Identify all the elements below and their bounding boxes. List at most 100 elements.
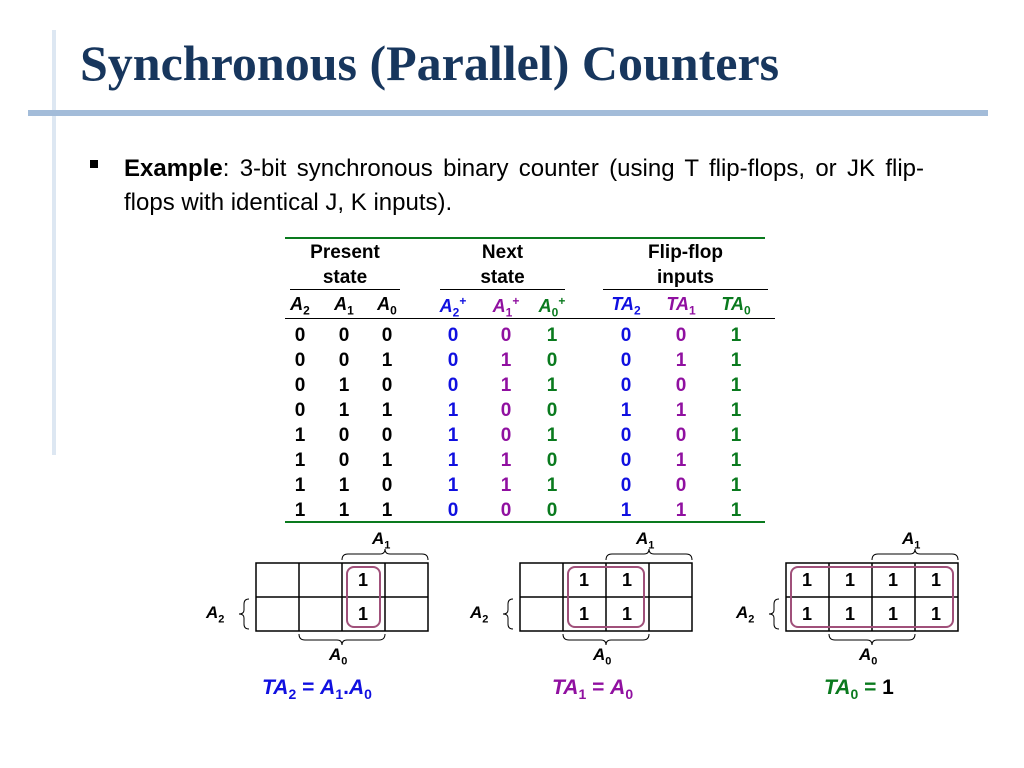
- column-header-5-base: A: [538, 296, 552, 316]
- group-header-2-line2: inputs: [657, 267, 714, 288]
- table-cell: 0: [381, 325, 393, 346]
- table-cell: 1: [546, 425, 558, 446]
- table-cell: 0: [294, 375, 306, 396]
- column-header-0: A2: [280, 294, 320, 318]
- equation-op: .: [343, 676, 349, 699]
- table-cell: 1: [500, 350, 512, 371]
- slide-title: Synchronous (Parallel) Counters: [80, 35, 780, 91]
- table-cell: 0: [447, 500, 459, 521]
- kmap-group-loop: [346, 566, 381, 628]
- kmap-bottom-brace: [298, 633, 386, 646]
- kmap-cell: 1: [930, 604, 941, 624]
- column-header-2-base: A: [377, 294, 391, 314]
- kmap-bottom-label: A0: [329, 645, 347, 667]
- kmap-cell: 1: [357, 570, 368, 590]
- group-underline-2: [603, 289, 768, 290]
- equation-equals: =: [296, 676, 321, 699]
- table-cell: 0: [620, 450, 632, 471]
- column-header-0-base: A: [290, 294, 304, 314]
- equation-term1-sub: 0: [625, 686, 634, 703]
- equation-lhs-sub: 1: [578, 686, 587, 703]
- kmap-equation: TA0 = 1: [824, 676, 894, 702]
- table-cell: 1: [620, 500, 632, 521]
- table-cell: 1: [500, 375, 512, 396]
- table-cell: 1: [294, 475, 306, 496]
- kmap-top-label: A1: [902, 529, 920, 551]
- table-cell: 0: [500, 400, 512, 421]
- table-cell: 0: [381, 375, 393, 396]
- table-cell: 0: [620, 325, 632, 346]
- kmap-top-brace: [871, 548, 959, 561]
- kmap-cell: 1: [887, 604, 898, 624]
- kmap-top-label: A1: [372, 529, 390, 551]
- table-cell: 0: [294, 400, 306, 421]
- table-cell: 1: [546, 475, 558, 496]
- column-header-3-sub: 2: [452, 305, 460, 320]
- column-header-5-sup: +: [558, 294, 566, 308]
- table-cell: 1: [338, 400, 350, 421]
- column-header-4-base: A: [492, 296, 506, 316]
- table-cell: 0: [338, 325, 350, 346]
- kmap-bottom-brace: [828, 633, 916, 646]
- table-cell: 1: [500, 450, 512, 471]
- table-cell: 1: [294, 500, 306, 521]
- table-cell: 1: [447, 475, 459, 496]
- table-cell: 0: [447, 350, 459, 371]
- column-header-4: A1+: [486, 294, 526, 320]
- table-cell: 0: [338, 350, 350, 371]
- column-header-3: A2+: [433, 294, 473, 320]
- group-underline-1: [440, 289, 565, 290]
- equation-lhs: TA: [824, 676, 851, 699]
- kmap-cell: 1: [621, 570, 632, 590]
- table-cell: 1: [730, 450, 742, 471]
- column-header-8: TA0: [716, 294, 756, 318]
- kmap-cell: 1: [621, 604, 632, 624]
- table-cell: 0: [447, 375, 459, 396]
- table-cell: 1: [381, 450, 393, 471]
- kmap-side-brace: [502, 598, 514, 630]
- bullet-lead: Example: [124, 155, 223, 182]
- kmap-top-brace: [605, 548, 693, 561]
- kmap-bottom-label-sub: 0: [605, 655, 612, 668]
- table-cell: 1: [675, 350, 687, 371]
- table-cell: 0: [500, 500, 512, 521]
- kmap-bottom-label-sub: 0: [871, 655, 878, 668]
- kmap-bottom-label: A0: [593, 645, 611, 667]
- column-header-6-base: TA: [611, 294, 634, 314]
- equation-equals: =: [586, 676, 611, 699]
- table-cell: 1: [447, 450, 459, 471]
- kmap-side-label: A2: [736, 603, 754, 625]
- column-header-7-sub: 1: [688, 303, 696, 318]
- equation-equals: =: [858, 676, 883, 699]
- table-cell: 0: [294, 325, 306, 346]
- kmap-side-label-sub: 2: [482, 613, 489, 626]
- column-header-1-sub: 1: [347, 303, 354, 318]
- column-header-8-base: TA: [721, 294, 744, 314]
- equation-lhs: TA: [262, 676, 289, 699]
- table-cell: 0: [447, 325, 459, 346]
- column-header-3-base: A: [439, 296, 453, 316]
- table-cell: 1: [381, 500, 393, 521]
- kmap-side-brace: [768, 598, 780, 630]
- column-header-7: TA1: [661, 294, 701, 318]
- kmap-bottom-label: A0: [859, 645, 877, 667]
- table-rule-1: [285, 521, 765, 523]
- kmap-top-label-base: A: [902, 529, 915, 548]
- group-header-0-line2: state: [322, 267, 368, 288]
- kmap-cell: 1: [844, 604, 855, 624]
- table-cell: 1: [730, 475, 742, 496]
- kmap-group-loop: [567, 566, 645, 628]
- kmap-bottom-label-sub: 0: [341, 655, 348, 668]
- equation-lhs-sub: 0: [850, 686, 859, 703]
- equation-lhs: TA: [552, 676, 579, 699]
- table-cell: 0: [381, 475, 393, 496]
- kmap-side-label-base: A: [736, 603, 749, 622]
- kmap-side-label: A2: [470, 603, 488, 625]
- title-underline: [28, 110, 988, 116]
- table-cell: 0: [620, 375, 632, 396]
- table-cell: 1: [447, 425, 459, 446]
- kmap-group-loop: [790, 566, 954, 628]
- table-cell: 1: [730, 425, 742, 446]
